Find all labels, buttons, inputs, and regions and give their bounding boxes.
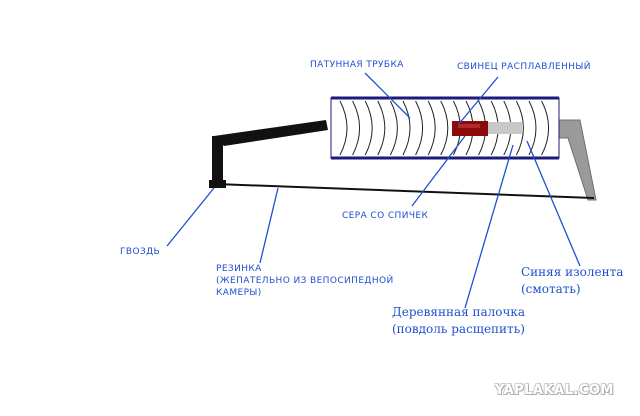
leader-brass-tube — [364, 72, 411, 119]
label-wooden-stick-line2: (повдоль расщепить) — [392, 322, 525, 336]
label-blue-tape: Синяя изолента (смотать) — [521, 264, 623, 298]
label-wooden-stick: Деревянная палочка (повдоль расщепить) — [392, 304, 525, 338]
label-brass-tube: ПАТУННАЯ ТРУБКА — [310, 60, 404, 70]
leader-nail — [166, 187, 215, 247]
molten-lead-highlight — [458, 124, 480, 128]
label-rubber-band-line1: РЕЗИНКА — [216, 264, 262, 274]
label-molten-lead: СВИНЕЦ РАСПЛАВЛЕННЫЙ — [457, 62, 591, 72]
molten-lead — [452, 121, 488, 136]
leader-blue-tape — [526, 140, 581, 267]
coil-arc — [440, 100, 449, 156]
coil-arc — [389, 100, 398, 156]
coil-arc — [352, 100, 361, 156]
label-nail: ГВОЗДЬ — [120, 247, 161, 257]
wooden-stick-inner — [488, 122, 522, 134]
label-blue-tape-line2: (смотать) — [521, 282, 581, 296]
label-blue-tape-line1: Синяя изолента — [521, 265, 624, 279]
leader-molten-lead — [457, 76, 499, 126]
coil-arc — [377, 100, 386, 156]
label-rubber-band-line2: (ЖЕПАТЕЛЬНО ИЗ ВЕПОСИПЕДНОЙ — [216, 276, 394, 286]
leader-match-sulfur — [411, 135, 466, 207]
coil-arc — [415, 100, 424, 156]
leader-rubber-band — [259, 187, 279, 264]
brass-tube — [330, 97, 560, 159]
label-rubber-band-line3: КАМЕРЫ) — [216, 288, 262, 298]
leader-wooden-stick — [464, 144, 514, 309]
coil-arc — [515, 100, 524, 156]
label-match-sulfur: СЕРА СО СПИЧЕК — [342, 211, 429, 221]
coil-arc — [541, 100, 550, 156]
coil-arc — [427, 100, 436, 156]
frame-arm — [214, 120, 328, 146]
coil-arc — [364, 100, 373, 156]
coil-arc — [402, 100, 411, 156]
watermark: YAPLAKAL.COM — [495, 383, 614, 398]
coil-arc — [339, 100, 348, 156]
frame-post — [212, 136, 223, 182]
label-rubber-band: РЕЗИНКА (ЖЕПАТЕЛЬНО ИЗ ВЕПОСИПЕДНОЙ КАМЕ… — [216, 263, 394, 299]
rubber-band — [215, 183, 595, 199]
label-wooden-stick-line1: Деревянная палочка — [392, 305, 526, 319]
